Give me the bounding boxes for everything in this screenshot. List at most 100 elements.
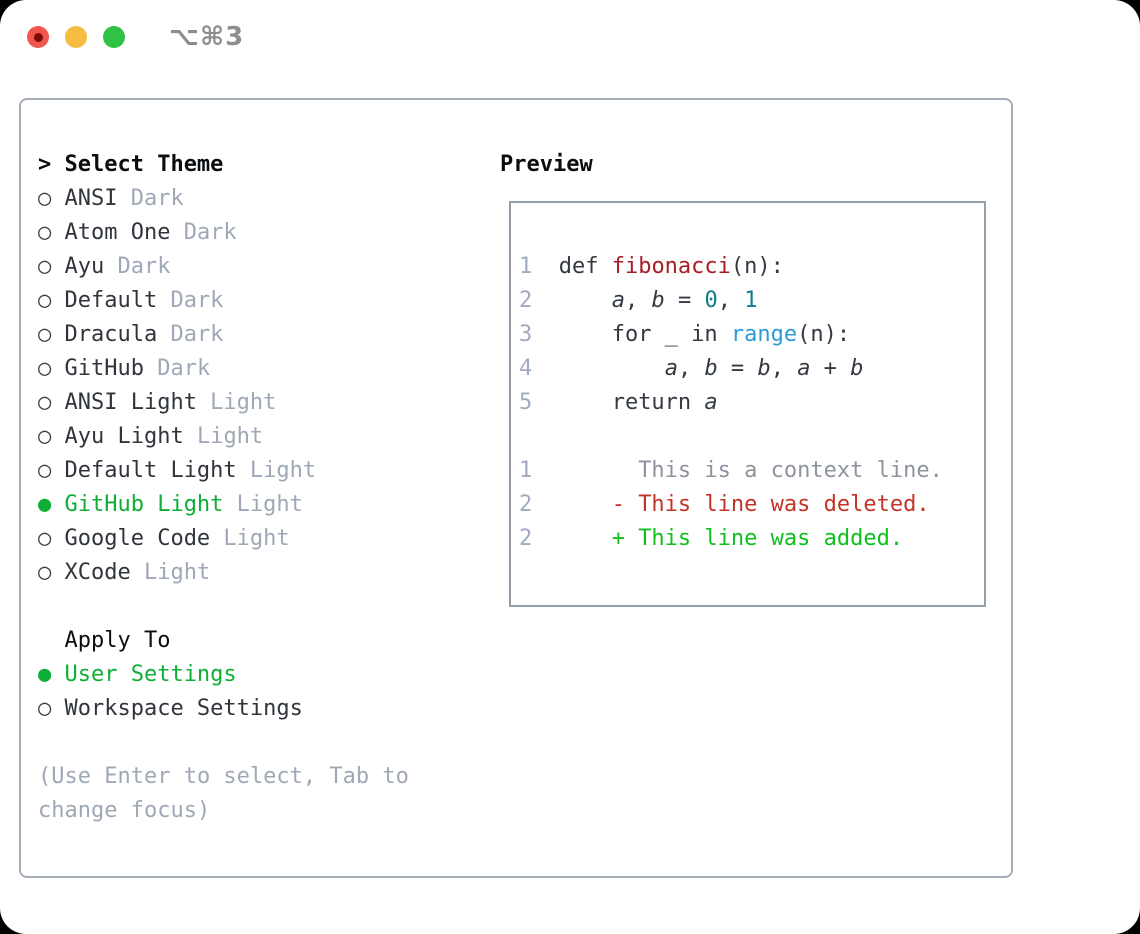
theme-item[interactable]: ○ Ayu Dark xyxy=(38,250,409,284)
radio-unselected-icon: ○ xyxy=(38,186,52,211)
line-number: 2 xyxy=(519,288,533,313)
theme-item[interactable]: ○ Default Light Light xyxy=(38,454,409,488)
item-label: Dracula xyxy=(64,322,158,347)
apply-to-option[interactable]: ● User Settings xyxy=(38,658,409,692)
theme-item[interactable]: ○ Google Code Light xyxy=(38,522,409,556)
item-label: GitHub Light xyxy=(64,492,224,517)
preview-line: 3 for _ in range(n): xyxy=(519,318,984,352)
traffic-lights xyxy=(27,26,125,48)
line-content: This is a context line. xyxy=(558,458,943,483)
line-content: - This line was deleted. xyxy=(558,492,930,517)
preview-line: 2 - This line was deleted. xyxy=(519,488,984,522)
line-content: a, b = 0, 1 xyxy=(611,288,758,313)
theme-item[interactable]: ○Atom One Dark xyxy=(38,216,409,250)
select-theme-header: > Select Theme xyxy=(38,148,409,182)
radio-unselected-icon: ○ xyxy=(38,458,52,483)
hint-text: (Use Enter to select, Tab to change focu… xyxy=(38,760,409,828)
item-variant-label: Light xyxy=(223,492,303,517)
radio-unselected-icon: ○ xyxy=(38,356,52,381)
hint-line-1: (Use Enter to select, Tab to xyxy=(38,764,409,789)
preview-header: Preview xyxy=(500,152,593,177)
item-variant-label: Dark xyxy=(157,288,224,313)
radio-selected-icon: ● xyxy=(38,662,52,687)
item-label: ANSI Light xyxy=(64,390,197,415)
select-theme-header-label: Select Theme xyxy=(64,152,224,177)
theme-item[interactable]: ○ ANSI Light Light xyxy=(38,386,409,420)
item-label: Default xyxy=(64,288,158,313)
item-label: Ayu xyxy=(64,254,105,279)
radio-unselected-icon: ○ xyxy=(38,220,52,245)
theme-item[interactable]: ○ Default Dark xyxy=(38,284,409,318)
item-variant-label: Dark xyxy=(104,254,171,279)
preview-line: 1 def fibonacci(n): xyxy=(519,250,984,284)
radio-unselected-icon: ○ xyxy=(38,696,52,721)
close-button-dot xyxy=(33,32,43,42)
item-variant-label: Dark xyxy=(157,322,224,347)
item-variant-label: Dark xyxy=(170,220,237,245)
maximize-button[interactable] xyxy=(103,26,125,48)
item-label: GitHub xyxy=(64,356,144,381)
theme-item[interactable]: ○ Dracula Dark xyxy=(38,318,409,352)
radio-unselected-icon: ○ xyxy=(38,560,52,585)
radio-unselected-icon: ○ xyxy=(38,424,52,449)
item-variant-label: Light xyxy=(196,390,277,415)
apply-to-header-label: Apply To xyxy=(64,628,171,653)
item-variant-label: Dark xyxy=(143,356,211,381)
spacer xyxy=(38,590,409,624)
preview-line: 4 a, b = b, a + b xyxy=(519,352,984,386)
minimize-button[interactable] xyxy=(65,26,87,48)
line-content: for _ in range(n): xyxy=(558,322,851,347)
item-label: User Settings xyxy=(64,662,237,687)
theme-picker-panel: >Select Theme ○ANSI Dark○Atom One Dark○A… xyxy=(19,98,1013,878)
preview-line: 2 + This line was added. xyxy=(519,522,984,556)
item-variant-label: Light xyxy=(183,424,264,449)
item-variant-label: Light xyxy=(236,458,317,483)
radio-unselected-icon: ○ xyxy=(38,288,52,313)
theme-list-column: >Select Theme ○ANSI Dark○Atom One Dark○A… xyxy=(38,148,409,828)
line-number: 5 xyxy=(519,390,533,415)
line-content: + This line was added. xyxy=(558,526,904,551)
line-content: return a xyxy=(558,390,718,415)
radio-selected-icon: ● xyxy=(38,492,52,517)
apply-to-header: Apply To xyxy=(38,624,409,658)
line-number: 3 xyxy=(519,322,533,347)
preview-line: 5 return a xyxy=(519,386,984,420)
preview-line xyxy=(519,420,984,454)
theme-item[interactable]: ● GitHub Light Light xyxy=(38,488,409,522)
item-label: Google Code xyxy=(64,526,211,551)
theme-item[interactable]: ○ GitHub Dark xyxy=(38,352,409,386)
theme-item[interactable]: ○ Ayu Light Light xyxy=(38,420,409,454)
line-content: def fibonacci(n): xyxy=(558,254,784,279)
radio-unselected-icon: ○ xyxy=(38,322,52,347)
focus-caret-icon: > xyxy=(38,152,52,177)
preview-line: 1 This is a context line. xyxy=(519,454,984,488)
item-label: Ayu Light xyxy=(64,424,184,449)
apply-to-option[interactable]: ○ Workspace Settings xyxy=(38,692,409,726)
item-label: Workspace Settings xyxy=(64,696,303,721)
preview-line: 2 a, b = 0, 1 xyxy=(519,284,984,318)
apply-to-list: ● User Settings ○ Workspace Settings xyxy=(38,658,409,726)
item-variant-label: Light xyxy=(130,560,211,585)
item-variant-label: Dark xyxy=(117,186,184,211)
line-number: 1 xyxy=(519,458,533,483)
theme-item[interactable]: ○XCode Light xyxy=(38,556,409,590)
radio-unselected-icon: ○ xyxy=(38,254,52,279)
item-label: Default Light xyxy=(64,458,237,483)
line-content: a, b = b, a + b xyxy=(664,356,864,381)
close-button[interactable] xyxy=(27,26,49,48)
item-label: ANSI xyxy=(64,186,118,211)
item-variant-label: Light xyxy=(210,526,290,551)
radio-unselected-icon: ○ xyxy=(38,526,52,551)
spacer xyxy=(38,726,409,760)
radio-unselected-icon: ○ xyxy=(38,390,52,415)
hint-line-2: change focus) xyxy=(38,798,211,823)
theme-list: ○ANSI Dark○Atom One Dark○Ayu Dark○Defaul… xyxy=(38,182,409,590)
window-title: ⌥⌘3 xyxy=(169,22,245,52)
line-number: 2 xyxy=(519,526,533,551)
theme-item[interactable]: ○ ANSI Dark xyxy=(38,182,409,216)
line-number: 1 xyxy=(519,254,533,279)
line-number: 4 xyxy=(519,356,533,381)
